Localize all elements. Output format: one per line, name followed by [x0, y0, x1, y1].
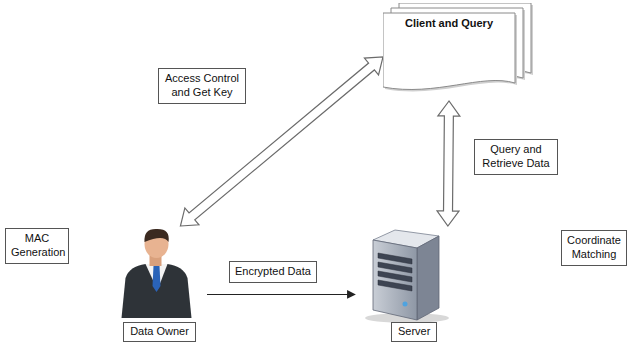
note-text: MAC Generation [11, 232, 63, 260]
server-machine: Server [355, 226, 463, 344]
actor-label: Data Owner [123, 322, 196, 342]
double-block-arrow [437, 101, 460, 226]
note-text: Coordinate Matching [567, 234, 621, 262]
process-note-box: MAC Generation [5, 228, 69, 264]
client-document-stack: Client and Query [383, 3, 533, 101]
edge-label: Access Control and Get Key [158, 68, 246, 104]
process-note-box: Coordinate Matching [561, 230, 627, 266]
actor-label: Server [391, 322, 437, 342]
document-title: Client and Query [391, 17, 507, 31]
arrow-line [207, 294, 355, 295]
edge-label: Encrypted Data [229, 261, 317, 283]
data-owner-actor: Data Owner [112, 226, 207, 344]
edge-label: Query and Retrieve Data [474, 139, 558, 175]
